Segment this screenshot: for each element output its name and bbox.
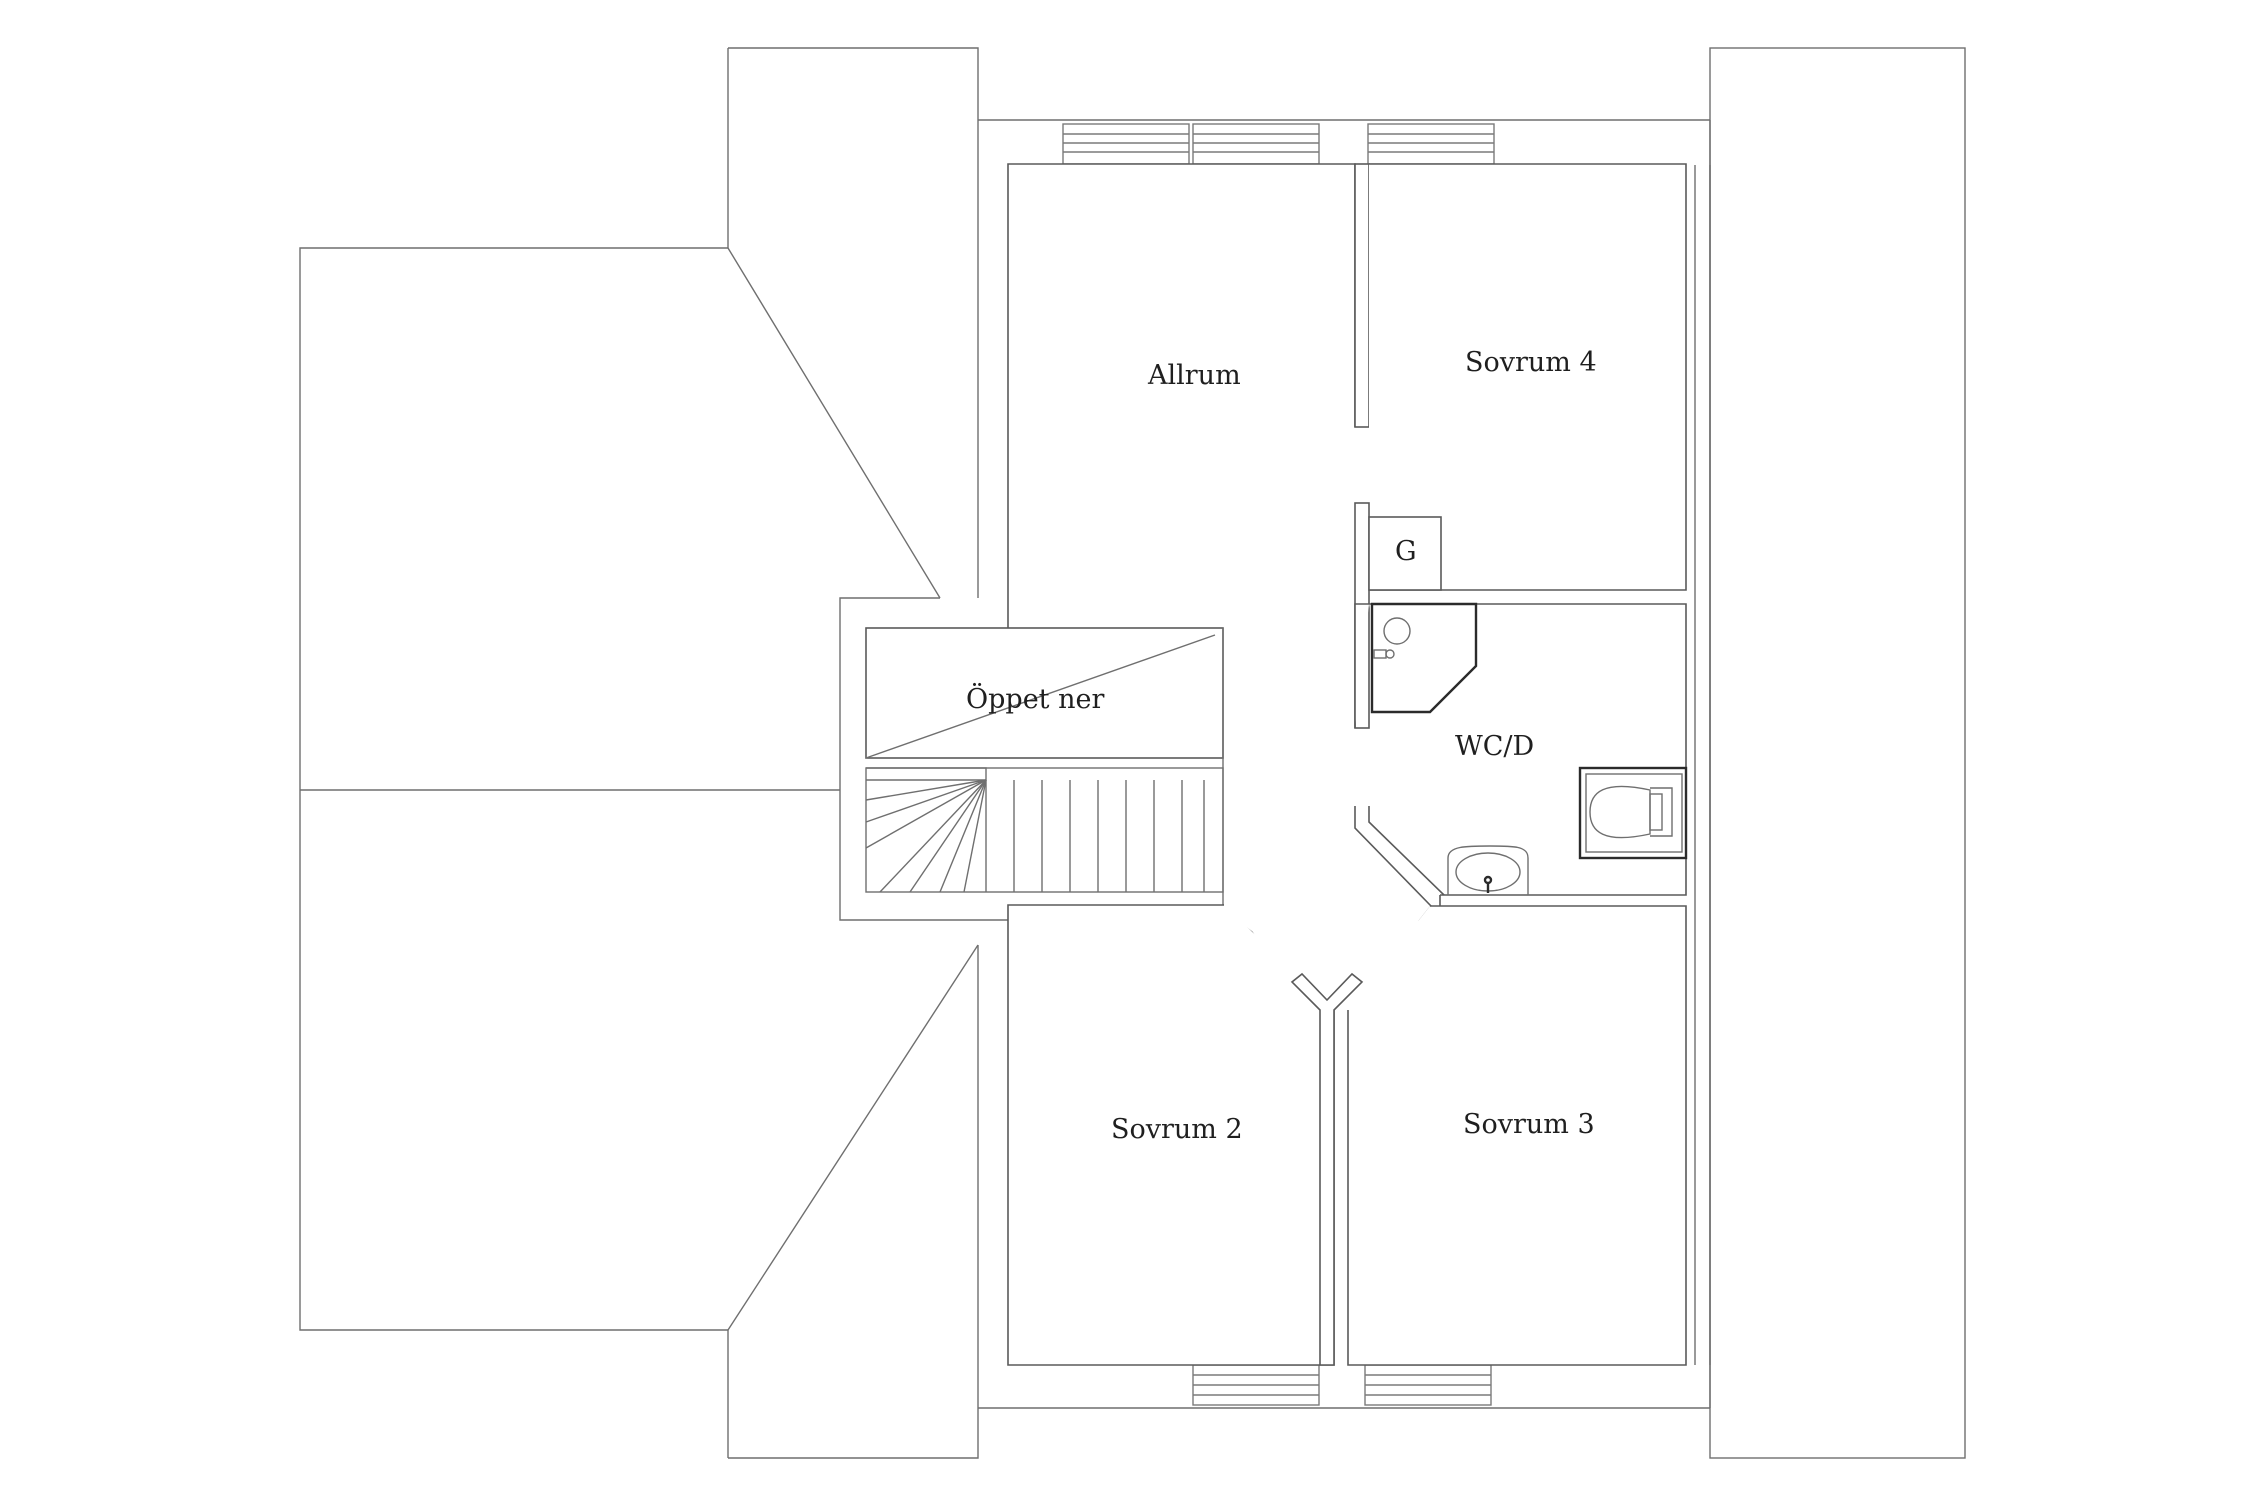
outer-walls: [977, 119, 1711, 1409]
stair-well: [839, 597, 1261, 945]
label-sovrum3: Sovrum 3: [1463, 1109, 1595, 1140]
label-sovrum2: Sovrum 2: [1111, 1114, 1243, 1145]
room-sovrum3: [1347, 905, 1687, 1366]
label-garderob: G: [1395, 536, 1417, 567]
label-allrum: Allrum: [1147, 360, 1241, 391]
label-sovrum4: Sovrum 4: [1465, 347, 1597, 378]
shower-icon: [1370, 602, 1478, 714]
room-allrum: [1007, 163, 1356, 630]
stairs: [865, 767, 1224, 893]
label-oppet-ner: Öppet ner: [966, 681, 1104, 715]
roof-right: [1694, 47, 1966, 1459]
sink-icon: [1447, 845, 1529, 895]
wall-allrum-sovrum4: [1354, 163, 1370, 428]
room-sovrum2: [1007, 904, 1364, 1366]
label-wcd: WC/D: [1455, 731, 1534, 762]
roof-left: [299, 47, 979, 1459]
toilet-icon: [1578, 766, 1688, 860]
room-sovrum4: [1369, 163, 1687, 591]
